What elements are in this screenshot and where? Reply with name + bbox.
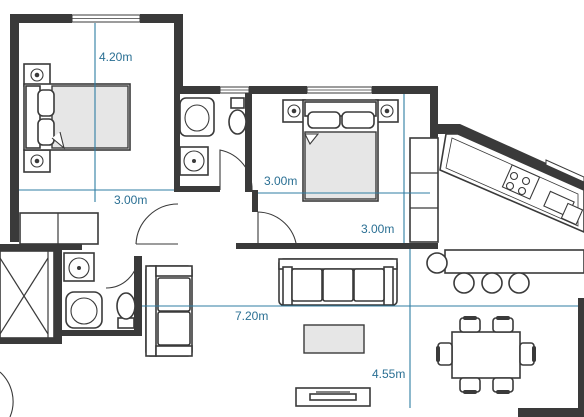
wall-bedroom2-bottom: [236, 243, 438, 249]
stool: [426, 252, 448, 274]
door-bedroom2: [257, 211, 297, 244]
door-bath: [219, 149, 253, 191]
dim-label-bedroom2-vertical: 3.00m: [361, 222, 394, 236]
sofa-cushion: [322, 268, 354, 302]
bathroom1-fixtures: [179, 97, 247, 176]
dimension-labels: 4.20m 3.00m 3.00m 3.00m 7.20m 4.55m: [99, 50, 405, 381]
bedroom1-furniture: [19, 63, 131, 245]
stool: [453, 272, 475, 294]
wall-bath-left: [174, 90, 180, 192]
pillow: [307, 111, 341, 129]
toilet-bath2: [116, 292, 136, 320]
chair: [459, 317, 481, 333]
wall-bedroom1-top-right: [140, 14, 183, 23]
kitchen: [426, 133, 584, 294]
wall-shower-bottom: [0, 338, 62, 344]
wall-bedroom2-left-lower: [252, 190, 258, 212]
kitchen-sink-right: [560, 202, 584, 226]
dimension-lines: [19, 23, 578, 408]
doors: [0, 149, 297, 417]
windows: [71, 14, 584, 183]
sofa-cushion: [157, 277, 191, 312]
toilet-bath1: [228, 109, 247, 135]
wall-right-exterior: [578, 298, 584, 417]
bathroom2-fixtures: [0, 250, 136, 339]
wall-bath2-bottom: [54, 330, 138, 336]
kitchen-island: [444, 249, 584, 274]
shower: [0, 250, 55, 339]
sofa-cushion: [353, 268, 385, 302]
door-entrance: [0, 371, 14, 417]
pillow: [341, 111, 375, 129]
wall-bath-right: [245, 90, 252, 192]
door-bedroom1: [135, 203, 179, 245]
bedroom2-furniture: [282, 99, 439, 243]
wall-bath-top-left: [174, 86, 220, 94]
wall-bath2-top: [54, 244, 82, 250]
chair: [492, 377, 514, 393]
sofa-cushion: [157, 311, 191, 346]
dim-label-bedroom1-vertical: 4.20m: [99, 50, 132, 64]
wall-bedroom2-top-right: [372, 86, 438, 94]
chair: [519, 342, 535, 366]
pillow: [37, 89, 55, 117]
chair: [459, 377, 481, 393]
wall-shower-right: [54, 244, 62, 344]
dim-label-living-vertical: 4.55m: [372, 367, 405, 381]
chair: [437, 342, 453, 366]
coffee-table: [303, 324, 365, 354]
dining-table: [451, 331, 521, 379]
wall-bedroom1-top-left: [14, 14, 72, 23]
stool: [481, 272, 503, 294]
wall-shower-top: [0, 244, 62, 251]
wall-bedroom1-left: [10, 14, 19, 242]
dining-chairs: [436, 316, 536, 394]
wall-bath2-right: [134, 256, 142, 336]
window-kitchen: [545, 159, 584, 183]
wall-bath-top-right: [249, 86, 307, 94]
stool: [508, 272, 530, 294]
door-bath2: [105, 255, 139, 289]
wall-bottom-right: [518, 408, 584, 417]
living-area: [145, 258, 536, 407]
pillow: [37, 118, 55, 146]
dim-label-living-horizontal: 7.20m: [235, 309, 268, 323]
chair: [492, 317, 514, 333]
dim-label-bedroom2-horizontal: 3.00m: [264, 174, 297, 188]
wardrobe-bedroom2: [409, 137, 439, 243]
dim-label-bedroom1-horizontal: 3.00m: [114, 193, 147, 207]
wardrobe-bedroom1: [19, 212, 99, 245]
toilet-bath1-tank: [230, 97, 245, 109]
wall-bedroom1-right-upper: [174, 14, 183, 94]
wall-bath-bottom: [174, 186, 220, 192]
sofa-cushion: [291, 268, 323, 302]
